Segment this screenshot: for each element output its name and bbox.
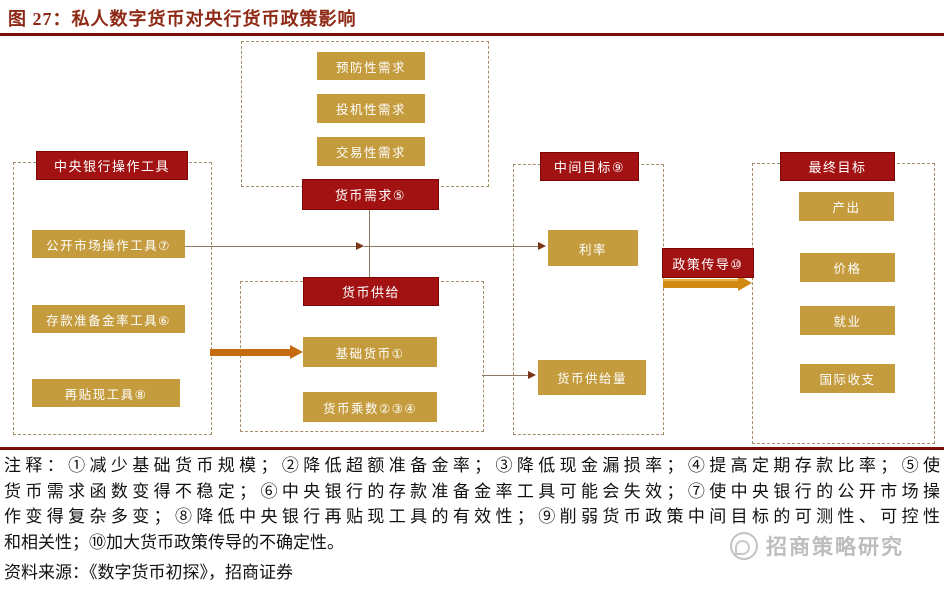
- node-rediscount-tools: 再贴现工具⑧: [32, 379, 180, 407]
- footer-rule: [0, 447, 944, 450]
- node-output: 产出: [799, 192, 894, 221]
- node-precautionary-demand: 预防性需求: [317, 52, 425, 80]
- note-line: 和相关性；⑩加大货币政策传导的不确定性。: [4, 532, 344, 552]
- policy-transmission-arrowhead: [738, 275, 752, 291]
- note-line: 作变得复杂多变；⑧降低中央银行再贴现工具的有效性；⑨削弱货币政策中间目标的可测性…: [4, 507, 940, 526]
- node-balance-of-payments: 国际收支: [800, 364, 895, 393]
- node-transactional-demand: 交易性需求: [317, 137, 425, 166]
- note-line: 货币需求函数变得不稳定；⑥中央银行的存款准备金率工具可能会失效；⑦使中央银行的公…: [4, 481, 940, 501]
- arrowhead-quantity: [528, 371, 536, 379]
- node-final-targets: 最终目标: [780, 152, 895, 181]
- arrowhead-rate: [538, 242, 546, 250]
- policy-transmission-arrow: [663, 279, 739, 288]
- node-central-bank-tools: 中央银行操作工具: [36, 151, 188, 180]
- source-line: 资料来源：《数字货币初探》，招商证券: [4, 563, 293, 582]
- connector-openmarket-to-junction: [185, 246, 357, 247]
- connector-demand-to-supply: [369, 208, 370, 277]
- node-speculative-demand: 投机性需求: [317, 94, 425, 123]
- node-reserve-ratio-tools: 存款准备金率工具⑥: [32, 305, 185, 333]
- thick-arrow-tools-to-base-money: [210, 349, 291, 356]
- connector-junction-to-rate: [364, 246, 538, 247]
- watermark-text: 招商策略研究: [766, 535, 904, 559]
- title-rule: [0, 33, 944, 36]
- cmb-strategy-logo-icon: [730, 532, 758, 560]
- node-money-demand: 货币需求⑤: [302, 179, 439, 210]
- node-money-multiplier: 货币乘数②③④: [303, 392, 437, 422]
- node-money-supply-quantity: 货币供给量: [538, 360, 646, 395]
- node-policy-transmission: 政策传导⑩: [662, 248, 754, 278]
- node-interest-rate: 利率: [548, 230, 638, 266]
- node-employment: 就业: [800, 306, 895, 335]
- node-money-supply: 货币供给: [303, 277, 439, 306]
- node-open-market-tools: 公开市场操作工具⑦: [32, 230, 185, 258]
- figure-title: 图 27：私人数字货币对央行货币政策影响: [8, 9, 357, 29]
- arrowhead-junction: [356, 242, 364, 250]
- node-base-money: 基础货币①: [303, 337, 437, 367]
- node-intermediate-targets: 中间目标⑨: [540, 152, 639, 181]
- node-price: 价格: [800, 253, 895, 282]
- connector-supply-to-quantity: [482, 375, 529, 376]
- watermark: 招商策略研究: [730, 531, 904, 561]
- thick-arrowhead-base-money: [290, 345, 303, 359]
- notes-block: 注释：①减少基础货币规模；②降低超额准备金率；③降低现金漏损率；④提高定期存款比…: [4, 453, 940, 555]
- note-line: 注释：①减少基础货币规模；②降低超额准备金率；③降低现金漏损率；④提高定期存款比…: [4, 456, 940, 475]
